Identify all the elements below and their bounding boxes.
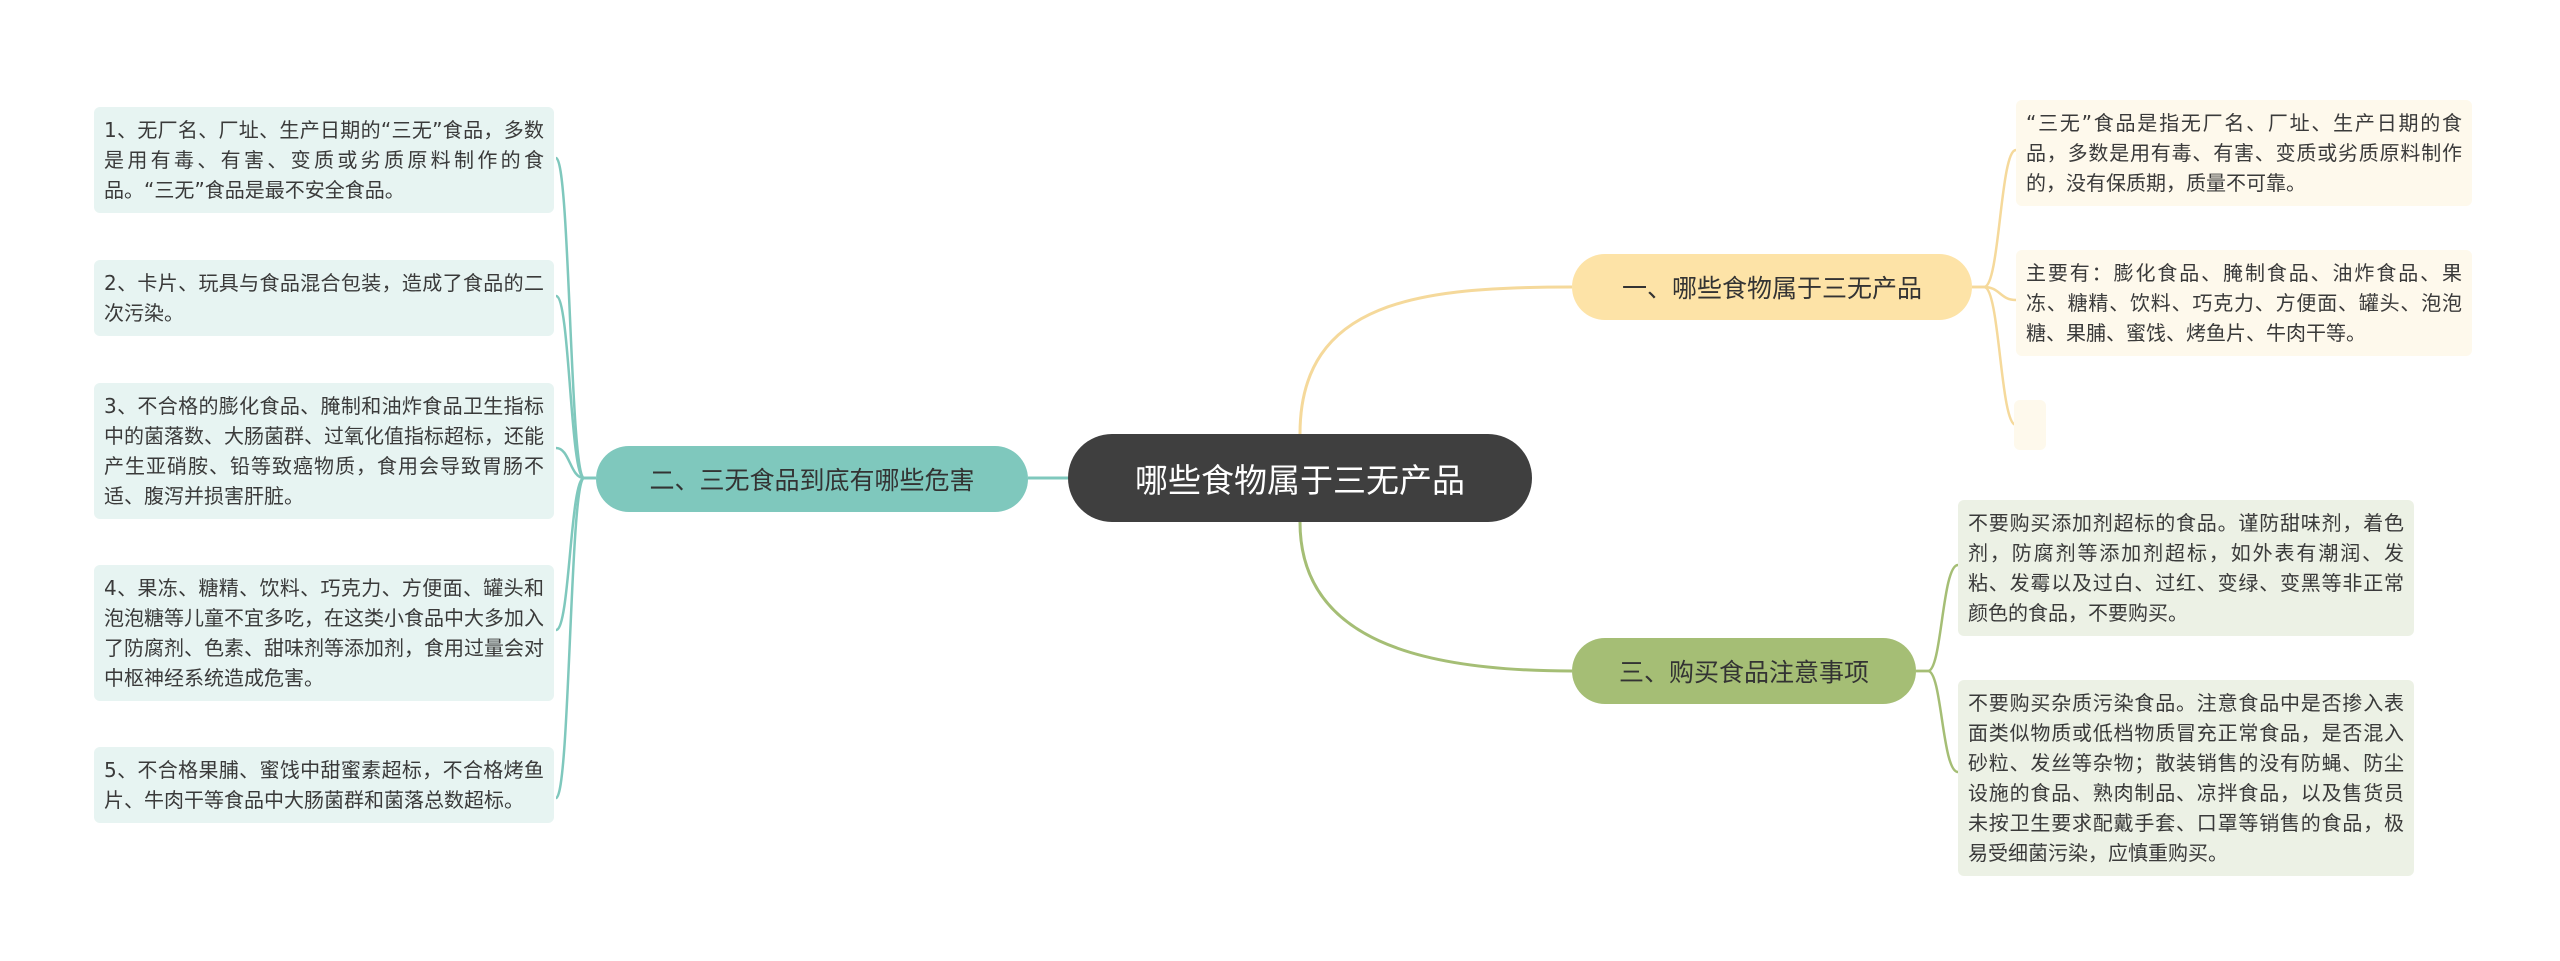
branch-1-leaf-1[interactable]: “三无”食品是指无厂名、厂址、生产日期的食品，多数是用有毒、有害、变质或劣质原料… (2016, 100, 2472, 206)
branch-1-leaf-2[interactable]: 主要有：膨化食品、腌制食品、油炸食品、果冻、糖精、饮料、巧克力、方便面、罐头、泡… (2016, 250, 2472, 356)
branch-3-leaf-2[interactable]: 不要购买杂质污染食品。注意食品中是否掺入表面类似物质或低档物质冒充正常食品，是否… (1958, 680, 2414, 876)
link-root-branch-3 (1298, 521, 1573, 673)
branch-2-leaf-3[interactable]: 3、不合格的膨化食品、腌制和油炸食品卫生指标中的菌落数、大肠菌群、过氧化值指标超… (94, 383, 554, 519)
link-branch-3-leaf-2 (1916, 669, 1959, 774)
branch-2-leaf-4[interactable]: 4、果冻、糖精、饮料、巧克力、方便面、罐头和泡泡糖等儿童不宜多吃，在这类小食品中… (94, 565, 554, 701)
link-branch-2-leaf-5 (554, 476, 596, 800)
link-branch-3-leaf-1 (1916, 563, 1959, 673)
branch-1-leaf-3[interactable] (2014, 400, 2046, 450)
branch-topic-3[interactable]: 三、购买食品注意事项 (1572, 638, 1916, 704)
link-branch-2-leaf-4 (554, 476, 596, 632)
branch-topic-2[interactable]: 二、三无食品到底有哪些危害 (596, 446, 1028, 512)
branch-2-leaf-5[interactable]: 5、不合格果脯、蜜饯中甜蜜素超标，不合格烤鱼片、牛肉干等食品中大肠菌群和菌落总数… (94, 747, 554, 823)
branch-2-leaf-2[interactable]: 2、卡片、玩具与食品混合包装，造成了食品的二次污染。 (94, 260, 554, 336)
link-branch-2-leaf-1 (554, 156, 596, 480)
branch-topic-1[interactable]: 一、哪些食物属于三无产品 (1572, 254, 1972, 320)
link-branch-1-leaf-1 (1972, 148, 2017, 289)
branch-3-leaf-1[interactable]: 不要购买添加剂超标的食品。谨防甜味剂，着色剂，防腐剂等添加剂超标，如外表有潮润、… (1958, 500, 2414, 636)
link-branch-1-leaf-3 (1972, 285, 2017, 427)
link-branch-2-leaf-2 (554, 294, 596, 480)
link-root-branch-1 (1298, 285, 1573, 435)
branch-2-leaf-1[interactable]: 1、无厂名、厂址、生产日期的“三无”食品，多数是用有毒、有害、变质或劣质原料制作… (94, 107, 554, 213)
link-branch-1-leaf-2 (1972, 285, 2017, 302)
root-topic[interactable]: 哪些食物属于三无产品 (1068, 434, 1532, 522)
